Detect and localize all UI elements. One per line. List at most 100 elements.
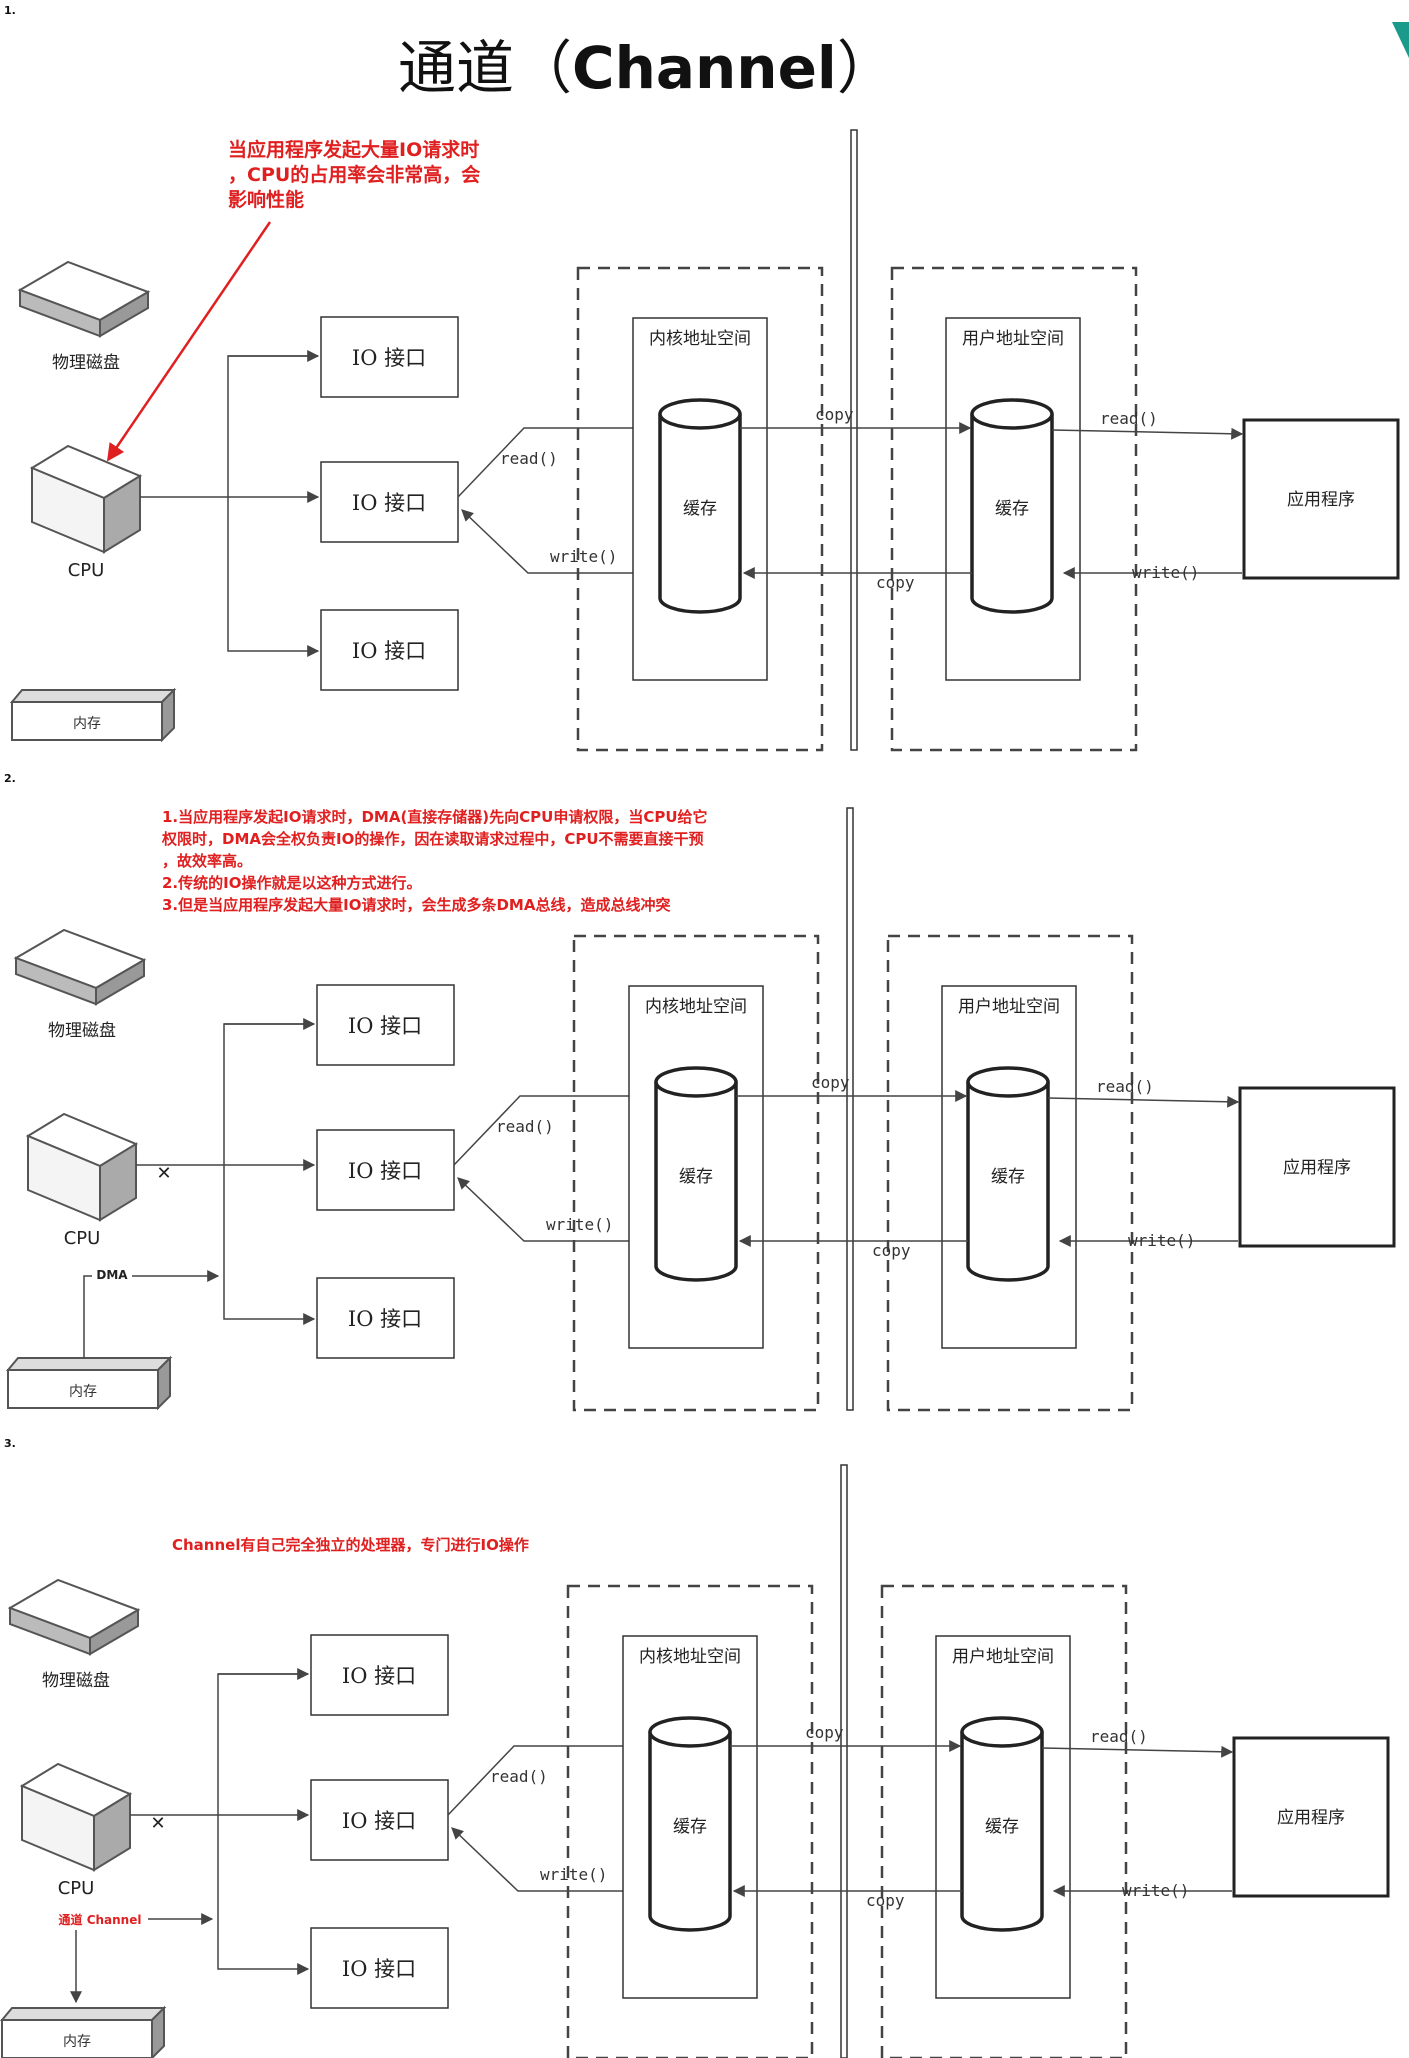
read-to-app-arrow <box>1047 1095 1240 1108</box>
address-space-divider <box>850 129 858 751</box>
memory-icon <box>9 687 177 743</box>
kernel-cache-cylinder <box>648 1716 732 1932</box>
app-write-label: write() <box>1132 563 1199 582</box>
app-read-label: read() <box>1090 1727 1148 1746</box>
annotation-line: Channel有自己完全独立的处理器，专门进行IO操作 <box>172 1536 529 1554</box>
disk-icon <box>17 260 151 338</box>
io-interface-label: IO 接口 <box>348 1307 422 1331</box>
kernel-space-dashed-box <box>572 934 820 1412</box>
read-arrow <box>457 422 654 498</box>
user-cache-cylinder <box>970 398 1054 614</box>
cpu-label: CPU <box>58 1878 95 1899</box>
kernel-cache-label: 缓存 <box>673 1817 707 1837</box>
io-interface-label: IO 接口 <box>348 1159 422 1183</box>
io-interface-box <box>320 461 459 543</box>
dma-label-bg <box>92 1266 132 1282</box>
kernel-cache-cylinder <box>658 398 742 614</box>
write-arrow <box>457 1177 648 1242</box>
kernel-cache-label: 缓存 <box>683 499 717 519</box>
user-space-label: 用户地址空间 <box>958 997 1060 1017</box>
disk-label: 物理磁盘 <box>52 353 120 373</box>
address-space-divider <box>846 807 854 1411</box>
cpu-label: CPU <box>68 560 105 581</box>
copy-label: copy <box>872 1241 911 1260</box>
io-interface-label: IO 接口 <box>342 1664 416 1688</box>
user-space-dashed-box <box>886 934 1134 1412</box>
io-interface-label: IO 接口 <box>352 639 426 663</box>
cpu-icon <box>19 1762 133 1872</box>
blocked-x-icon: ✕ <box>156 1163 171 1184</box>
disk-icon <box>7 1578 141 1656</box>
read-label: read() <box>500 449 558 468</box>
application-label: 应用程序 <box>1283 1158 1351 1178</box>
write-label: write() <box>550 547 617 566</box>
user-space-dashed-box <box>880 1584 1128 2058</box>
read-to-app-arrow <box>1051 427 1244 440</box>
disk-label: 物理磁盘 <box>48 1021 116 1041</box>
io-interface-box <box>310 1634 449 1716</box>
io-bus-line <box>217 1673 310 1975</box>
dma-line <box>83 1270 220 1358</box>
io-interface-box <box>320 316 459 398</box>
annotation-line: ，CPU的占用率会非常高，会 <box>228 163 480 186</box>
cpu-label: CPU <box>64 1228 101 1249</box>
write-label: write() <box>546 1215 613 1234</box>
memory-icon <box>0 2005 167 2058</box>
section-number: 1. <box>4 4 16 17</box>
blocked-x-icon: ✕ <box>150 1813 165 1834</box>
app-read-label: read() <box>1096 1077 1154 1096</box>
memory-label: 内存 <box>69 1384 97 1400</box>
io-interface-label: IO 接口 <box>342 1809 416 1833</box>
kernel-cache-cylinder <box>654 1066 738 1282</box>
io-interface-label: IO 接口 <box>352 491 426 515</box>
application-box <box>1232 1736 1390 1898</box>
io-interface-box <box>310 1927 449 2009</box>
copy-label: copy <box>805 1723 844 1742</box>
annotation-line: 1.当应用程序发起IO请求时，DMA(直接存储器)先向CPU申请权限，当CPU给… <box>162 808 708 826</box>
read-arrow <box>453 1090 650 1166</box>
section-2: 2. 1.当应用程序发起IO请求时，DMA(直接存储器)先向CPU申请权限，当CP… <box>4 772 1396 1412</box>
address-space-divider <box>840 1464 848 2058</box>
kernel-cache-label: 缓存 <box>679 1167 713 1187</box>
user-cache-cylinder <box>960 1716 1044 1932</box>
io-bus-line <box>223 1023 316 1325</box>
application-box <box>1242 418 1400 580</box>
io-bus-line <box>227 355 320 657</box>
user-cache-label: 缓存 <box>995 499 1029 519</box>
write-arrow <box>451 1827 642 1892</box>
io-interface-label: IO 接口 <box>352 346 426 370</box>
app-read-label: read() <box>1100 409 1158 428</box>
user-cache-label: 缓存 <box>991 1167 1025 1187</box>
io-interface-box <box>316 1277 455 1359</box>
read-label: read() <box>490 1767 548 1786</box>
io-interface-box <box>310 1779 449 1861</box>
app-write-label: write() <box>1122 1881 1189 1900</box>
application-box <box>1238 1086 1396 1248</box>
section-number: 3. <box>4 1437 16 1450</box>
user-cache-cylinder <box>966 1066 1050 1282</box>
annotation-arrow <box>106 221 272 462</box>
user-space-dashed-box <box>890 266 1138 752</box>
disk-label: 物理磁盘 <box>42 1671 110 1691</box>
user-space-label: 用户地址空间 <box>952 1647 1054 1667</box>
write-label: write() <box>540 1865 607 1884</box>
memory-label: 内存 <box>73 716 101 732</box>
memory-label: 内存 <box>63 2034 91 2050</box>
section-number: 2. <box>4 772 16 785</box>
annotation-line: 2.传统的IO操作就是以这种方式进行。 <box>162 874 421 892</box>
annotation-line: 影响性能 <box>228 188 304 211</box>
io-interface-label: IO 接口 <box>348 1014 422 1038</box>
app-write-label: write() <box>1128 1231 1195 1250</box>
copy-label: copy <box>876 573 915 592</box>
page-title: 通道（Channel） <box>398 34 895 102</box>
io-interface-label: IO 接口 <box>342 1957 416 1981</box>
kernel-space-label: 内核地址空间 <box>649 329 751 349</box>
copy-label: copy <box>815 405 854 424</box>
cpu-icon <box>25 1112 139 1222</box>
annotation-line: 权限时，DMA会全权负责IO的操作，因在读取请求过程中，CPU不需要直接干预 <box>161 830 704 848</box>
teal-corner-accent <box>1392 22 1409 58</box>
user-cache-label: 缓存 <box>985 1817 1019 1837</box>
section-1: 1.当应用程序发起大量IO请求时，CPU的占用率会非常高，会影响性能物理磁盘CP… <box>4 4 1400 752</box>
